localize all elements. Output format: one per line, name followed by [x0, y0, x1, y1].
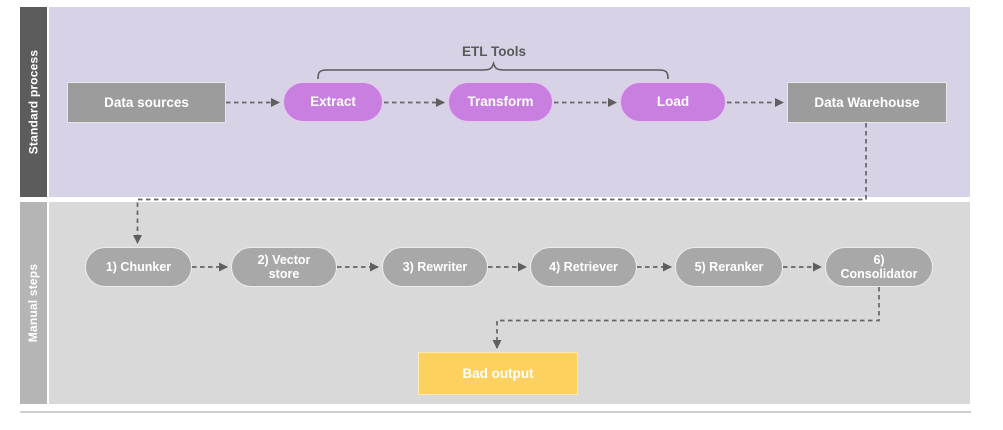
- lane-header-standard-process: Standard process: [20, 7, 47, 197]
- node-rewriter: 3) Rewriter: [382, 247, 488, 287]
- node-label: Load: [656, 94, 690, 110]
- node-consolidator: 6) Consolidator: [825, 247, 933, 287]
- node-label: 1) Chunker: [105, 259, 172, 274]
- lane-divider-line: [20, 411, 971, 413]
- etl-tools-label: ETL Tools: [462, 44, 526, 59]
- node-load: Load: [620, 82, 726, 122]
- node-bad-output: Bad output: [418, 352, 578, 395]
- node-label: 5) Reranker: [694, 259, 764, 274]
- node-retriever: 4) Retriever: [530, 247, 637, 287]
- node-label: Transform: [467, 94, 534, 110]
- node-data-warehouse: Data Warehouse: [787, 82, 947, 123]
- node-label: 3) Rewriter: [402, 259, 468, 274]
- node-transform: Transform: [448, 82, 553, 122]
- node-chunker: 1) Chunker: [85, 247, 192, 287]
- node-label: 6) Consolidator: [840, 252, 918, 281]
- node-vector-store: 2) Vector store: [231, 247, 337, 287]
- node-label: 2) Vector store: [257, 252, 311, 281]
- lane-header-label: Standard process: [26, 49, 41, 155]
- node-extract: Extract: [283, 82, 383, 122]
- node-label: Data sources: [104, 94, 189, 110]
- node-data-sources: Data sources: [67, 82, 226, 123]
- lane-header-manual-steps: Manual steps: [20, 202, 47, 404]
- node-label: 4) Retriever: [549, 259, 618, 274]
- lane-header-label: Manual steps: [26, 263, 41, 343]
- node-label: Bad output: [462, 365, 534, 381]
- node-label: Data Warehouse: [814, 94, 920, 110]
- node-reranker: 5) Reranker: [675, 247, 783, 287]
- node-label: Extract: [310, 94, 356, 110]
